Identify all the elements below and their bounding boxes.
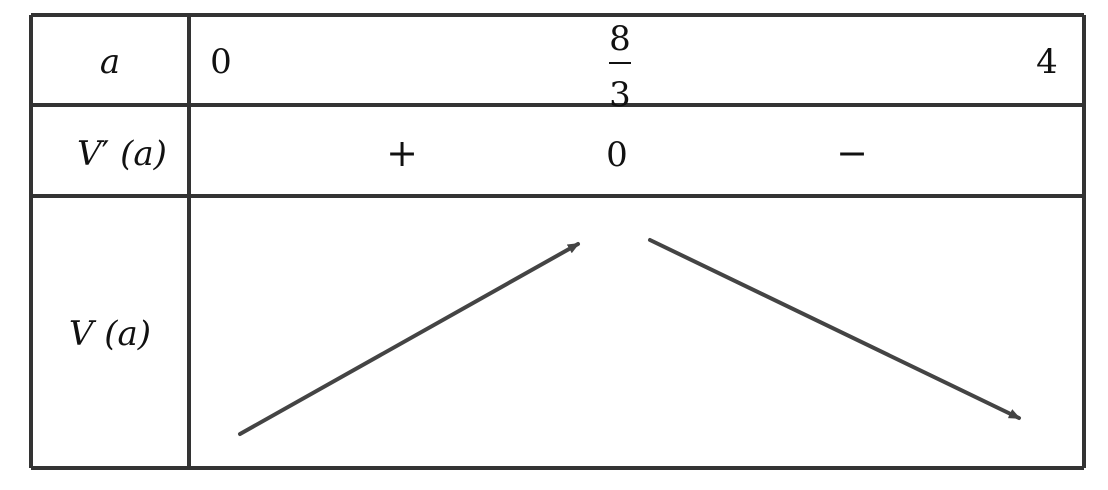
table-grid (29, 13, 1086, 470)
derivative-sign-left: + (386, 131, 418, 175)
a-critical-denominator: 3 (609, 75, 631, 115)
derivative-label-name: V (77, 134, 105, 174)
a-row-label: a (100, 42, 120, 82)
a-end-value: 4 (1036, 42, 1058, 82)
a-start-value: 0 (210, 42, 232, 82)
a-critical-numerator: 8 (609, 19, 631, 59)
decreasing-arrow (648, 238, 1021, 420)
derivative-label-argument: (a) (109, 134, 167, 174)
derivative-label-prime: ′ (102, 134, 110, 174)
derivative-row-label: V′ (a) (77, 134, 167, 174)
function-row-label: V (a) (69, 314, 151, 354)
increasing-arrow (238, 242, 580, 436)
derivative-sign-middle: 0 (606, 135, 628, 175)
derivative-sign-right: − (836, 131, 868, 175)
